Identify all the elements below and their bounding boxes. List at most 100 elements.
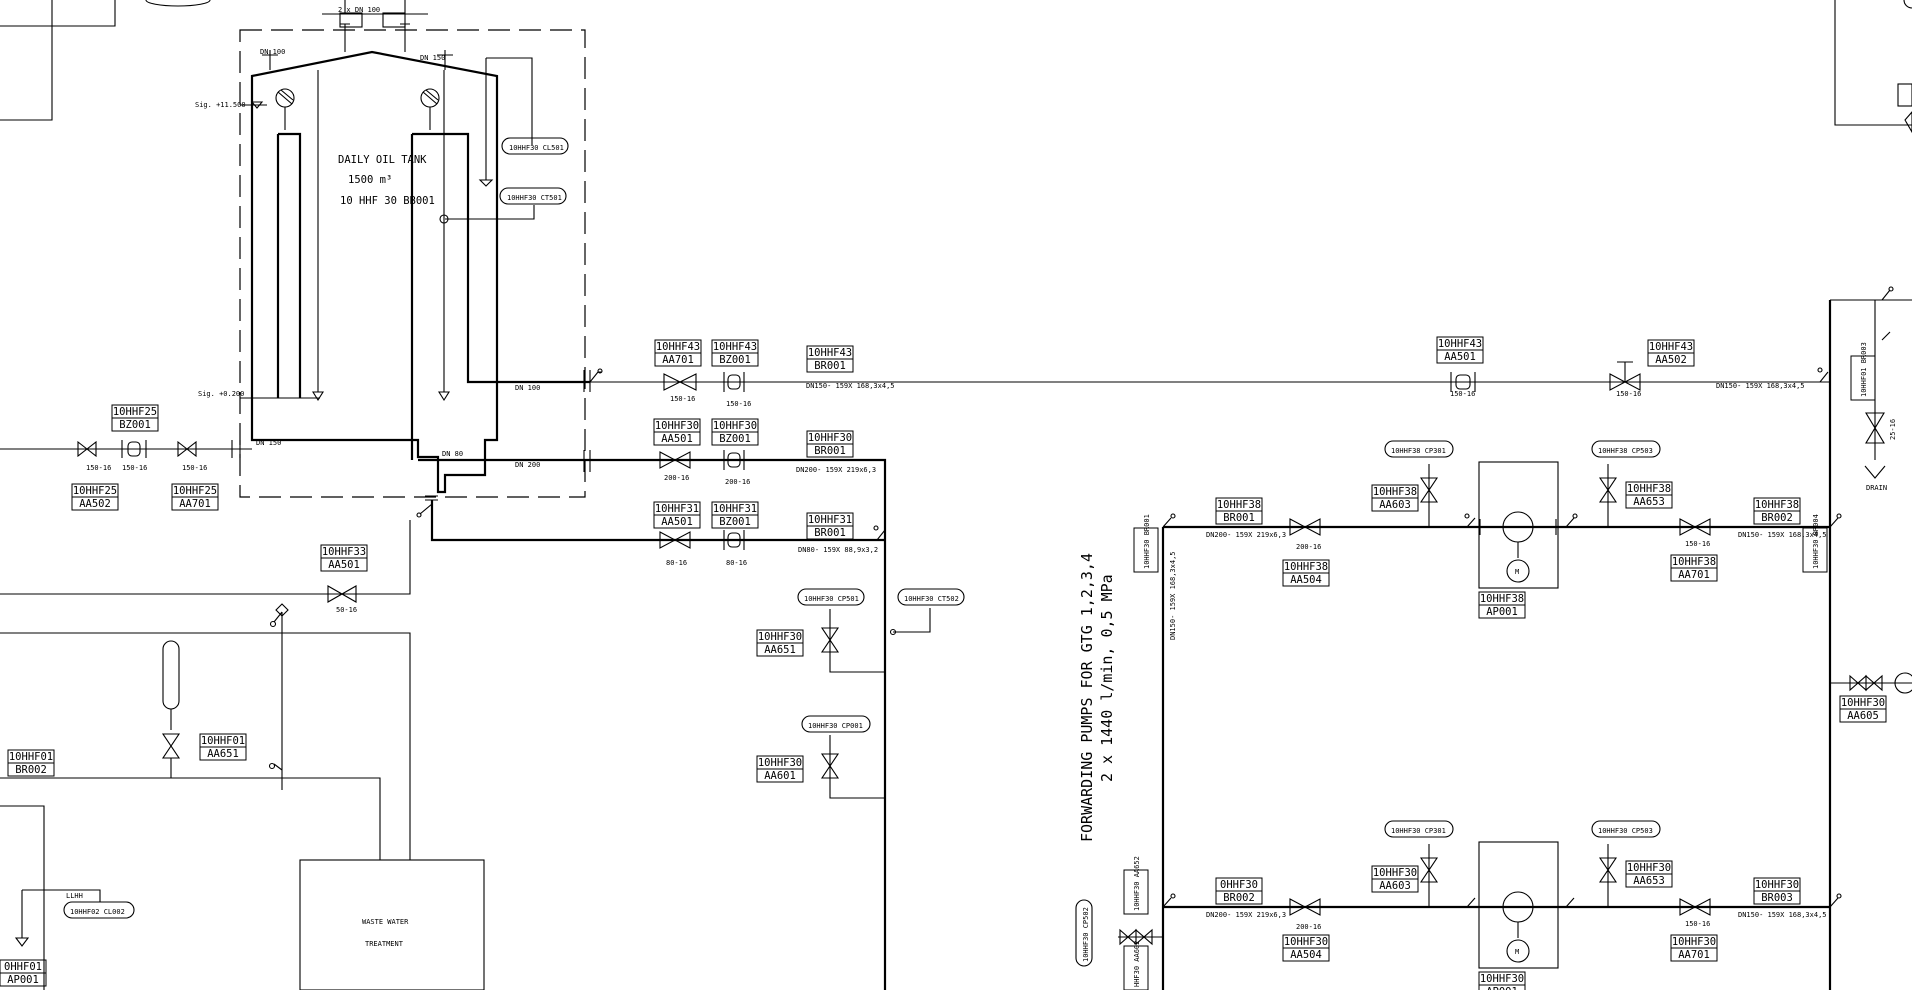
svg-text:DN150- 159X 168,3x4,5: DN150- 159X 168,3x4,5 [806, 382, 895, 390]
tag-line: AP001 [1486, 986, 1518, 990]
svg-text:DN200- 159X 219x6,3: DN200- 159X 219x6,3 [1206, 531, 1286, 539]
lower-left-piping: 10HHF02 CL002 LLHH WASTE WATER TREATMENT [0, 603, 485, 990]
tag-line: 10HHF31 [655, 503, 699, 515]
svg-text:10HHF38 CP503: 10HHF38 CP503 [1598, 447, 1653, 455]
svg-text:200-16: 200-16 [725, 478, 750, 486]
svg-text:DN80- 159X 88,9x3,2: DN80- 159X 88,9x3,2 [798, 546, 878, 554]
svg-text:200-16: 200-16 [1296, 923, 1321, 931]
tag-line: AA653 [1633, 496, 1665, 508]
svg-text:DN 100: DN 100 [260, 48, 285, 56]
tag-line: 10HHF25 [73, 485, 117, 497]
svg-text:WASTE WATER: WASTE WATER [362, 918, 409, 926]
tag-line: BR001 [814, 360, 846, 372]
svg-text:150-16: 150-16 [726, 400, 751, 408]
instrument-ct501: 10HHF30 CT501 [499, 187, 567, 205]
tag-line: AA502 [79, 498, 111, 510]
vtag-v3: 10HHF01 BR003 [1850, 342, 1876, 401]
svg-text:80-16: 80-16 [666, 559, 687, 567]
tank-top-note: 2 x DN 100 [338, 6, 380, 14]
hhf30-instrument-branch: 10HHF30 CP501 10HHF30 CT502 10HHF30 CP00… [797, 588, 965, 799]
outlet-lines: DN 100 DN 200 DN 80 DN 100 DN 150 150-16… [0, 48, 1830, 990]
svg-text:DN 100: DN 100 [515, 384, 540, 392]
tag-line: BR001 [814, 445, 846, 457]
tag-line: 10HHF38 [1373, 486, 1417, 498]
svg-text:80-16: 80-16 [726, 559, 747, 567]
tag-line: 10HHF38 [1627, 483, 1671, 495]
svg-text:DN 80: DN 80 [442, 450, 463, 458]
tag-line: AA501 [661, 433, 693, 445]
tag-line: AA701 [1678, 949, 1710, 961]
tag-line: 10HHF25 [173, 485, 217, 497]
tag-line: BZ001 [719, 354, 751, 366]
svg-text:M: M [1515, 948, 1519, 956]
tag-line: BZ001 [719, 433, 751, 445]
instrument-ct502 [897, 588, 965, 606]
tag-line: 0HHF30 [1220, 879, 1258, 891]
svg-text:10HHF38 CP301: 10HHF38 CP301 [1391, 447, 1446, 455]
tag-line: 10HHF25 [113, 406, 157, 418]
tag-line: AA701 [179, 498, 211, 510]
tag-line: AP001 [1486, 606, 1518, 618]
tag-line: 10HHF43 [656, 341, 700, 353]
svg-text:DN150- 159X 168,3x4,5: DN150- 159X 168,3x4,5 [1169, 551, 1177, 640]
svg-text:10HHF30 CP501: 10HHF30 CP501 [804, 595, 859, 603]
svg-text:DN150- 159X 168,3x4,5: DN150- 159X 168,3x4,5 [1738, 531, 1827, 539]
vtag-v5: HHF30 AA602 [1123, 941, 1149, 990]
tag-line: 10HHF01 [201, 735, 245, 747]
pump-station-subtitle: 2 x 1440 l/min, 0,5 MPa [1098, 574, 1116, 782]
level-top-label: Sig. +11.500 [195, 101, 246, 109]
tag-line: BR003 [1761, 892, 1793, 904]
tag-line: AA651 [764, 644, 796, 656]
svg-text:50-16: 50-16 [336, 606, 357, 614]
tag-line: AA601 [764, 770, 796, 782]
tag-line: AA651 [207, 748, 239, 760]
instrument-cl501: 10HHF30 CL501 [501, 137, 569, 155]
pump-station-title: FORWARDING PUMPS FOR GTG 1,2,3,4 [1078, 553, 1096, 842]
svg-text:DN200- 159X 219x6,3: DN200- 159X 219x6,3 [796, 466, 876, 474]
tag-line: 10HHF43 [1649, 341, 1693, 353]
instrument-cp503-38 [1591, 440, 1661, 458]
svg-text:150-16: 150-16 [86, 464, 111, 472]
svg-text:200-16: 200-16 [1296, 543, 1321, 551]
pump-station: FORWARDING PUMPS FOR GTG 1,2,3,4 2 x 144… [1075, 0, 1912, 990]
tag-line: AP001 [7, 974, 39, 986]
vtag-v4: 10HHF30 AA652 [1123, 856, 1149, 915]
tag-line: 10HHF31 [713, 503, 757, 515]
tag-line: 10HHF43 [808, 347, 852, 359]
tag-line: 10HHF31 [808, 514, 852, 526]
svg-text:150-16: 150-16 [670, 395, 695, 403]
svg-text:10HHF30 CP502: 10HHF30 CP502 [1082, 907, 1090, 962]
svg-text:LLHH: LLHH [66, 892, 83, 900]
tag-line: BR002 [1761, 512, 1793, 524]
svg-text:TREATMENT: TREATMENT [365, 940, 404, 948]
tank-id: 10 HHF 30 BB001 [340, 195, 435, 207]
svg-text:M: M [1515, 568, 1519, 576]
tank-volume: 1500 m³ [348, 174, 392, 186]
tag-line: AA603 [1379, 880, 1411, 892]
svg-text:150-16: 150-16 [122, 464, 147, 472]
pump-housing-upper [1478, 461, 1559, 589]
tag-line: 10HHF30 [758, 631, 802, 643]
tag-line: AA501 [661, 516, 693, 528]
tag-line: BZ001 [119, 419, 151, 431]
tag-line: 10HHF38 [1672, 556, 1716, 568]
svg-text:10HHF30 CP503: 10HHF30 CP503 [1598, 827, 1653, 835]
tank-title: DAILY OIL TANK [338, 154, 427, 166]
tag-line: 10HHF43 [1438, 338, 1482, 350]
equipment-tags: 10HHF25BZ00110HHF25AA50210HHF25AA70110HH… [0, 336, 1887, 990]
